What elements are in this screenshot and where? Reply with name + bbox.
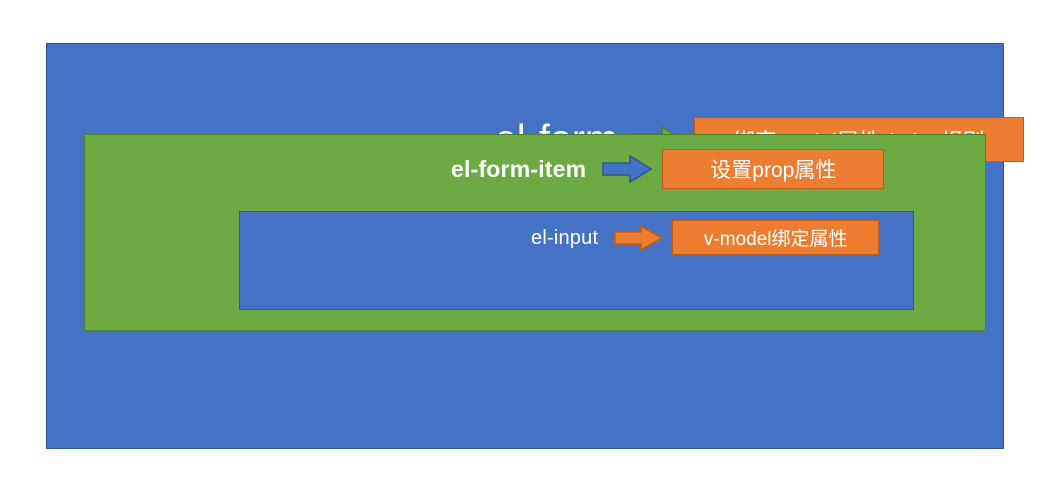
el-form-item-label: el-form-item — [451, 155, 587, 182]
el-form-item-row: el-form-item 设置prop属性 — [451, 149, 885, 189]
el-form-container: el-form 绑定model属性 /rules规则 el-form-item … — [46, 43, 1024, 449]
right-arrow-orange-icon — [614, 224, 664, 251]
el-form-item-callout: 设置prop属性 — [662, 149, 885, 189]
el-input-callout: v-model绑定属性 — [672, 220, 880, 255]
el-input-row: el-input v-model绑定属性 — [531, 220, 880, 255]
el-input-label: el-input — [531, 226, 599, 249]
right-arrow-blue-icon — [602, 154, 653, 184]
el-input-container: el-input v-model绑定属性 — [239, 211, 914, 310]
el-form-item-container: el-form-item 设置prop属性 el-input — [84, 134, 986, 331]
